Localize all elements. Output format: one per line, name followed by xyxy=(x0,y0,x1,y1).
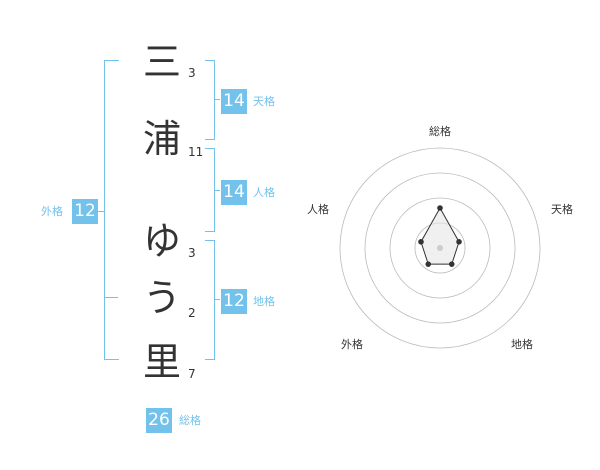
radar-point-4 xyxy=(425,261,432,267)
soukaku-label: 総格 xyxy=(179,414,201,427)
radar-point-3 xyxy=(448,261,455,267)
stroke-count-5: 7 xyxy=(188,367,196,381)
chikaku-connector xyxy=(214,299,220,300)
radar-point-2 xyxy=(456,239,462,245)
name-char-2: 浦 xyxy=(142,117,181,161)
stroke-count-2: 11 xyxy=(188,145,204,159)
radar-point-1 xyxy=(437,205,443,211)
jinkaku-badge: 14 xyxy=(221,180,247,205)
radar-polygon xyxy=(420,206,460,265)
tenkaku-badge: 14 xyxy=(221,89,247,114)
name-char-3: ゆ xyxy=(142,219,181,263)
chikaku-badge: 12 xyxy=(221,289,247,314)
gaikaku-badge: 12 xyxy=(72,199,98,224)
radar-ring xyxy=(364,172,516,324)
jinkaku-connector xyxy=(214,190,220,191)
radar-label-gaikaku: 外格 xyxy=(341,338,363,351)
stroke-count-1: 3 xyxy=(188,66,196,80)
radar-label-tenkaku: 天格 xyxy=(551,203,573,216)
gaikaku-inner-tick xyxy=(104,297,118,298)
radar-center xyxy=(437,245,443,251)
radar-label-jinkaku: 人格 xyxy=(307,203,329,216)
radar-ring xyxy=(389,197,491,299)
stroke-count-3: 3 xyxy=(188,246,196,260)
tenkaku-connector xyxy=(214,99,220,100)
radar-ring xyxy=(339,147,541,349)
radar-ring xyxy=(414,222,466,274)
gaikaku-connector xyxy=(98,211,104,212)
radar-point-5 xyxy=(418,239,424,245)
gaikaku-bracket xyxy=(104,60,119,360)
radar-label-soukaku: 総格 xyxy=(429,125,451,138)
jinkaku-label: 人格 xyxy=(253,186,275,199)
name-char-4: う xyxy=(142,276,181,320)
chikaku-label: 地格 xyxy=(253,295,275,308)
chikaku-bracket xyxy=(205,240,215,360)
stroke-count-4: 2 xyxy=(188,306,196,320)
soukaku-badge: 26 xyxy=(146,408,172,433)
tenkaku-bracket xyxy=(205,60,215,140)
gaikaku-label: 外格 xyxy=(41,205,63,218)
name-char-1: 三 xyxy=(142,40,181,84)
tenkaku-label: 天格 xyxy=(253,95,275,108)
radar-label-chikaku: 地格 xyxy=(511,338,533,351)
name-char-5: 里 xyxy=(142,340,181,384)
